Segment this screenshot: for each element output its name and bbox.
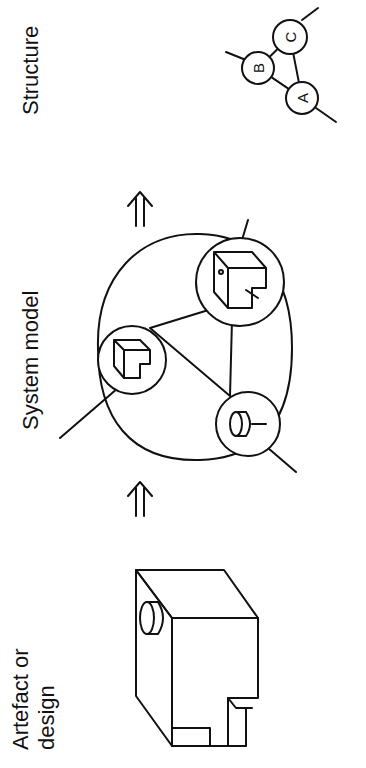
block-groove (172, 728, 210, 746)
knob-top (140, 602, 154, 634)
double-arrow (128, 482, 152, 516)
structure-link (272, 78, 288, 89)
node-letter: C (282, 32, 299, 43)
block-notch (228, 698, 252, 746)
system-model-drawing (60, 220, 296, 472)
component-sketch (236, 412, 266, 436)
stage-caption: Structure (18, 5, 44, 115)
artefact-drawing (136, 570, 258, 746)
block-top-face (136, 570, 172, 746)
flow-arrow (128, 192, 152, 226)
structure-stubs (226, 8, 336, 122)
component-circle (196, 238, 284, 326)
component-sketch (214, 252, 266, 308)
node-letter: A (294, 93, 311, 103)
component-sketch (230, 412, 242, 436)
component-circle (216, 392, 280, 456)
flow-arrow (128, 482, 152, 516)
stage-caption: System model (18, 230, 44, 430)
structure-node-circle: A (285, 81, 319, 115)
structure-link (293, 55, 298, 82)
structure-node-circle: C (272, 19, 308, 55)
node-letter: B (250, 63, 267, 73)
structure-node-circle: B (241, 51, 275, 85)
structure-link (270, 50, 277, 57)
stage-caption: Artefact or design (8, 620, 60, 750)
component-sketch (114, 340, 150, 378)
component-circle (98, 326, 166, 394)
component-sketch-dot (219, 270, 223, 274)
component-stub (60, 220, 296, 472)
system-boundary (98, 234, 292, 460)
knob-body (147, 602, 163, 634)
block-side-face (136, 570, 258, 618)
block-front-face (172, 618, 258, 746)
node-stub (316, 108, 336, 122)
double-arrow (128, 192, 152, 226)
node-stub (302, 8, 318, 20)
